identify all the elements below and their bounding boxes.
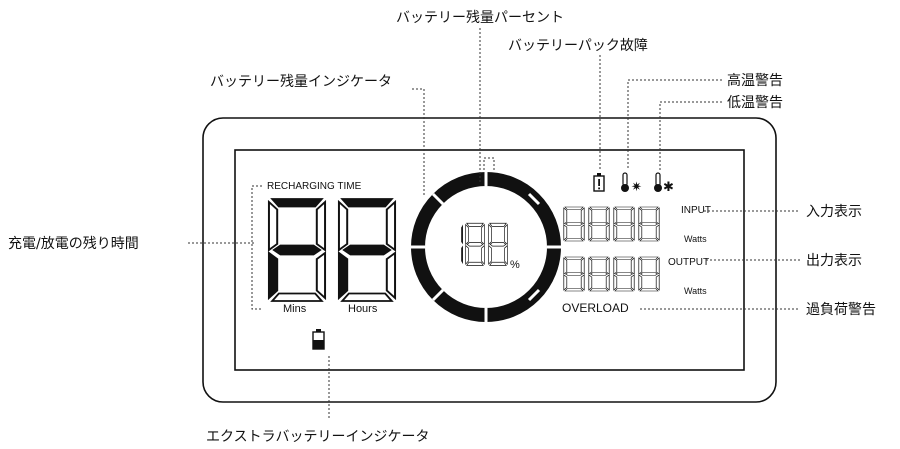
- extra-battery-icon: [312, 329, 325, 350]
- svg-text:✷: ✷: [631, 179, 642, 194]
- callout-overload-warning: 過負荷警告: [806, 302, 876, 318]
- time-digit-2: [337, 198, 397, 302]
- leader-lines: [188, 28, 800, 420]
- recharging-time-label: RECHARGING TIME: [267, 181, 362, 192]
- callout-input-display: 入力表示: [806, 204, 862, 220]
- battery-ring: [411, 172, 561, 322]
- overload-label: OVERLOAD: [562, 301, 629, 315]
- thermometer-snow-icon: ✱: [654, 172, 674, 194]
- callout-extra-battery: エクストラバッテリーインジケータ: [206, 429, 429, 445]
- callout-low-temp: 低温警告: [727, 95, 783, 111]
- output-watts-label: Watts: [684, 286, 707, 296]
- time-digit-1: [267, 198, 327, 302]
- hours-label: Hours: [348, 303, 378, 315]
- callout-high-temp: 高温警告: [727, 72, 783, 89]
- output-label: OUTPUT: [668, 257, 709, 268]
- percent-digit-1: [461, 224, 463, 265]
- thermometer-sun-icon: ✷: [621, 172, 642, 194]
- callout-battery-indicator: バッテリー残量インジケータ: [210, 74, 392, 90]
- percent-digit-3: [488, 222, 508, 266]
- input-digits: [563, 206, 660, 242]
- output-digits: [563, 256, 660, 292]
- callout-output-display: 出力表示: [806, 253, 862, 269]
- input-label: INPUT: [681, 205, 711, 216]
- callout-battery-fault: バッテリーパック故障: [508, 38, 648, 54]
- svg-text:✱: ✱: [663, 179, 674, 194]
- input-watts-label: Watts: [684, 234, 707, 244]
- mins-label: Mins: [283, 303, 307, 315]
- percent-digit-2: [465, 222, 485, 266]
- percent-sign: %: [510, 259, 520, 271]
- callout-battery-percent: バッテリー残量パーセント: [396, 10, 564, 26]
- battery-fault-icon: [593, 173, 605, 192]
- callout-charge-time: 充電/放電の残り時間: [8, 236, 139, 252]
